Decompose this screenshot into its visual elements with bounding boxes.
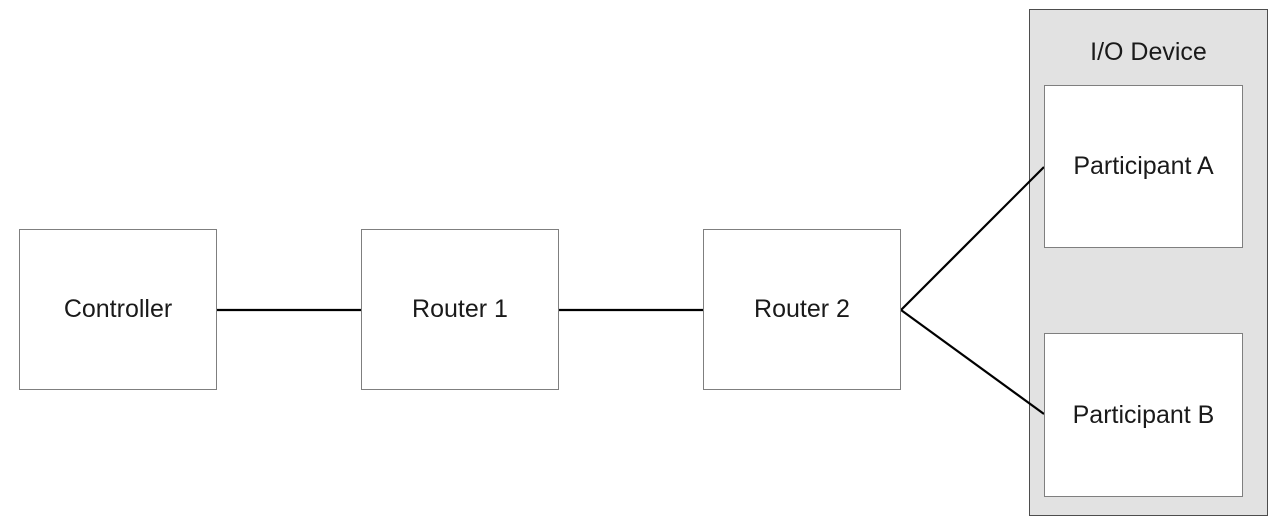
io-device-title: I/O Device — [1090, 38, 1207, 66]
node-participant-b: Participant B — [1044, 333, 1243, 497]
node-participant-b-label: Participant B — [1072, 400, 1215, 429]
node-router-1-label: Router 1 — [412, 295, 508, 323]
edge-router2-participant-b — [900, 309, 1045, 415]
node-controller-label: Controller — [63, 295, 173, 323]
node-router-2: Router 2 — [703, 229, 901, 390]
node-router-1: Router 1 — [361, 229, 559, 390]
node-participant-a-label: Participant A — [1073, 152, 1214, 180]
node-controller: Controller — [19, 229, 217, 390]
node-router-2-label: Router 2 — [754, 295, 850, 323]
node-participant-a: Participant A — [1044, 85, 1243, 248]
edge-router2-participant-a — [900, 166, 1045, 311]
